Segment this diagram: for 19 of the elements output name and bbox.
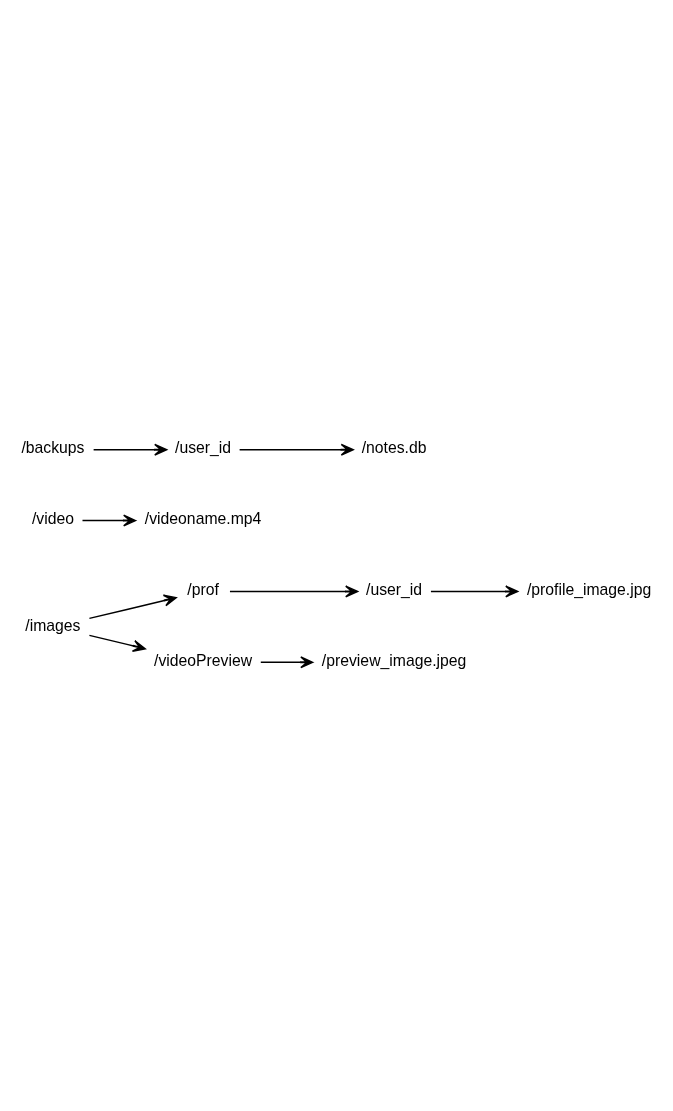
arrow [238,443,354,456]
arrow [92,443,168,456]
arrow [260,655,314,668]
node-text: /user_id [175,438,232,456]
arrow [88,634,146,652]
node-text: /backups [21,438,85,456]
arrow [430,584,519,597]
node-text: /user_id [366,580,423,598]
arrow [81,514,137,527]
node-text: /prof [187,580,219,598]
arrow [229,584,359,597]
node-text: /videoPreview [154,651,253,669]
node-text: /images [25,616,81,634]
node-text: /notes.db [361,438,427,456]
node-text: /video [31,509,74,527]
node-text: /profile_image.jpg [526,580,652,598]
arrow [88,594,177,619]
node-text: /preview_image.jpeg [321,651,467,669]
node-text: /videoname.mp4 [144,509,262,527]
